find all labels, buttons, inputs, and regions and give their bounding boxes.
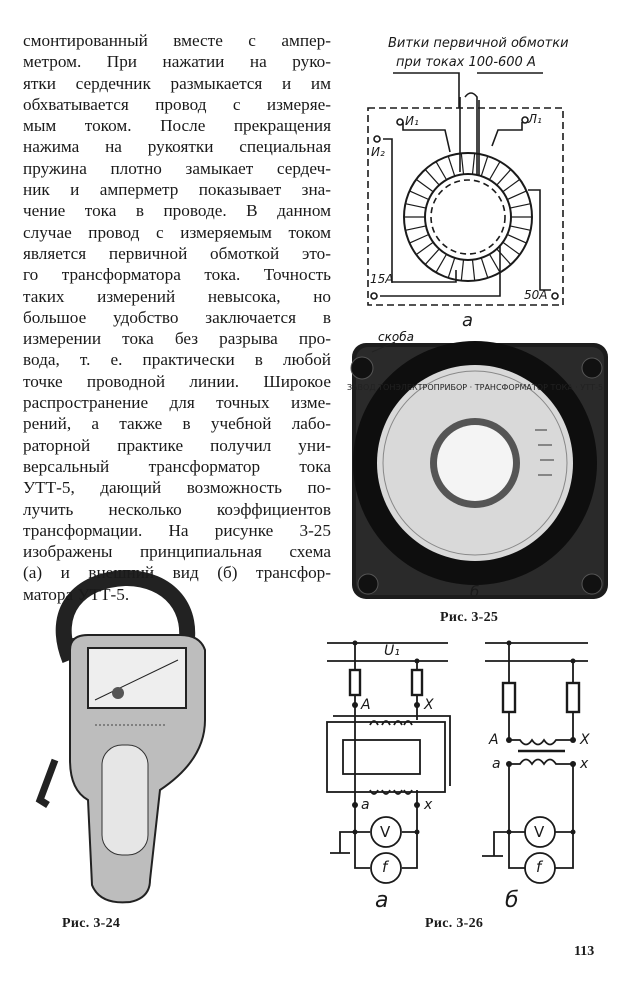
terminal-X-left: X bbox=[424, 697, 434, 713]
winding-turn bbox=[405, 203, 427, 209]
fig-3-26a-sublabel: a bbox=[375, 888, 389, 913]
fig-3-25-title-line2: при токах 100-600 А bbox=[396, 55, 536, 70]
bracket-label: скоба bbox=[378, 330, 414, 344]
text-line: ятки сердечник размыкается и им bbox=[23, 73, 331, 93]
winding-turn bbox=[471, 153, 476, 175]
fig-3-25a-sublabel: а bbox=[462, 310, 474, 331]
text-line: вода, т. е. практически в любой bbox=[23, 350, 331, 370]
text-line: матора УТТ-5. bbox=[23, 584, 130, 604]
text-line: УТТ-5, дающий возможность по- bbox=[23, 478, 331, 498]
fig-3-25-caption: Рис. 3-25 bbox=[440, 610, 499, 625]
winding-turn bbox=[488, 161, 501, 181]
text-line: точке проводной линии. Широкое bbox=[23, 371, 331, 391]
fig-3-26b-sublabel: б bbox=[505, 888, 519, 913]
text-line: лучить несколько коэффициентов bbox=[23, 499, 331, 519]
text-line: версальный трансформатор тока bbox=[23, 456, 331, 476]
terminal-A-right: A bbox=[489, 732, 499, 748]
text-line: чение тока в проводе. В данном bbox=[23, 201, 331, 221]
winding-turn bbox=[488, 253, 501, 273]
text-line: рений, а также в учебной лабо- bbox=[23, 414, 331, 434]
winding-turn bbox=[405, 225, 427, 231]
fig-3-24-caption: Рис. 3-24 bbox=[62, 916, 121, 931]
text-line: нажима на рукоятки специальная bbox=[23, 137, 331, 157]
fig-3-26-diagrams bbox=[326, 642, 588, 884]
fig-3-26-caption: Рис. 3-26 bbox=[425, 916, 484, 931]
fig-3-25a-schematic bbox=[367, 72, 564, 306]
winding-turn bbox=[435, 161, 448, 181]
winding-turn bbox=[409, 233, 429, 244]
body-text: смонтированный вместе с ампер-метром. Пр… bbox=[23, 30, 331, 605]
terminal-l1-label: Л₁ bbox=[528, 112, 542, 126]
winding-turn bbox=[460, 153, 465, 175]
winding-turn bbox=[509, 225, 531, 231]
winding-turn bbox=[480, 155, 489, 177]
terminal-15a-label: 15А bbox=[370, 272, 394, 286]
winding-turn bbox=[415, 178, 434, 193]
winding-turn bbox=[415, 241, 434, 256]
fig-3-25-title-line1: Витки первичной обмотки bbox=[388, 36, 569, 51]
text-line: мым током. После прекращения bbox=[23, 116, 331, 136]
terminal-i1-label: И₁ bbox=[405, 114, 419, 128]
text-line: раторной практике получил уни- bbox=[23, 435, 331, 455]
text-line: обхватывается провод с измеряе- bbox=[23, 94, 331, 114]
text-line: измерении тока без разрыва про- bbox=[23, 329, 331, 349]
page-number: 113 bbox=[574, 944, 595, 959]
frequency-meter-right-label: f bbox=[536, 858, 542, 876]
winding-turn bbox=[471, 259, 476, 281]
u1-label: U₁ bbox=[384, 643, 400, 659]
winding-turn bbox=[424, 169, 440, 186]
winding-turn bbox=[424, 248, 440, 265]
winding-turn bbox=[447, 155, 456, 177]
winding-turn bbox=[460, 259, 465, 281]
winding-turn bbox=[502, 178, 521, 193]
text-line: ник и амперметр показывает зна- bbox=[23, 180, 331, 200]
winding-turn bbox=[509, 203, 531, 209]
terminal-x-left: x bbox=[424, 797, 433, 813]
fig-3-25b-sublabel: б bbox=[470, 583, 480, 601]
winding-turn bbox=[435, 253, 448, 273]
terminal-A-left: A bbox=[361, 697, 371, 713]
text-line: го трансформатора тока. Точность bbox=[23, 265, 331, 285]
text-line: является первичной обмоткой это- bbox=[23, 243, 331, 263]
text-line: (а) и внешний вид (б) трансфор- bbox=[23, 563, 331, 583]
frequency-meter-left-label: f bbox=[382, 858, 388, 876]
voltmeter-left-label: V bbox=[380, 823, 391, 841]
text-line: таких измерений невысока, но bbox=[23, 286, 331, 306]
terminal-X-right: X bbox=[580, 732, 590, 748]
terminal-a-left: a bbox=[361, 797, 370, 813]
terminal-x-right: x bbox=[580, 756, 589, 772]
terminal-50a-label: 50А bbox=[524, 288, 548, 302]
winding-turn bbox=[409, 190, 429, 201]
fig-3-25b-photo: ЗАВОД ТОНЭЛЕКТРОПРИБОР · ТРАНСФОРМАТОР Т… bbox=[347, 341, 608, 599]
winding-turn bbox=[480, 257, 489, 279]
device-face-text: ЗАВОД ТОНЭЛЕКТРОПРИБОР · ТРАНСФОРМАТОР Т… bbox=[347, 383, 603, 392]
text-line: смонтированный вместе с ампер- bbox=[23, 31, 331, 50]
winding-turn bbox=[507, 190, 527, 201]
winding-turn bbox=[502, 241, 521, 256]
voltmeter-right-label: V bbox=[534, 823, 545, 841]
text-line: случае провод с измеряемым током bbox=[23, 222, 331, 242]
winding-turn bbox=[496, 248, 512, 265]
text-line: распространение для точных изме- bbox=[23, 393, 331, 413]
terminal-i2-label: И₂ bbox=[371, 145, 385, 159]
text-line: изображены принципиальная схема bbox=[23, 542, 331, 562]
fig-3-24-photo bbox=[35, 569, 206, 904]
text-line: метром. При нажатии на руко- bbox=[23, 52, 331, 72]
winding-turn bbox=[507, 233, 527, 244]
text-line: трансформации. На рисунке 3-25 bbox=[23, 520, 331, 540]
text-line: пружина плотно замыкает сердеч- bbox=[23, 158, 331, 178]
terminal-a-right: a bbox=[492, 756, 501, 772]
winding-turn bbox=[447, 257, 456, 279]
winding-turn bbox=[496, 169, 512, 186]
text-line: большое удобство заключается в bbox=[23, 307, 331, 327]
